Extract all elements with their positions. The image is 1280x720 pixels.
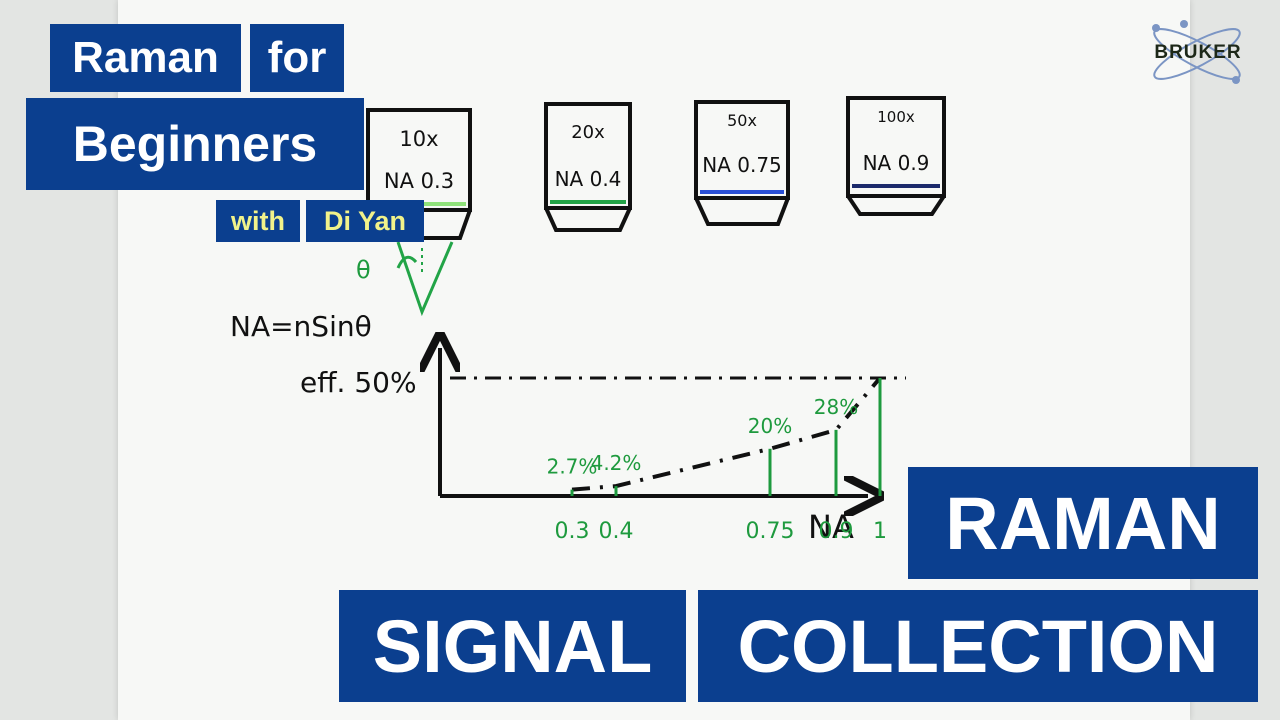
magnification-label: 100x <box>877 108 915 126</box>
efficiency-curve <box>571 376 882 492</box>
objective-100x: 100x NA 0.9 <box>846 96 946 216</box>
presenter-name: Di Yan <box>306 200 424 242</box>
magnification-label: 50x <box>727 111 757 130</box>
x-tick-label: 0.75 <box>746 519 795 544</box>
na-label: NA 0.9 <box>863 151 930 175</box>
objective-50x: 50x NA 0.75 <box>694 100 790 226</box>
angle-theta-label: θ <box>356 256 371 284</box>
na-label: NA 0.4 <box>555 167 622 191</box>
headline-raman: RAMAN <box>908 467 1258 579</box>
presenter-prefix: with <box>216 200 300 242</box>
na-label: NA 0.3 <box>384 169 454 193</box>
data-label: 4.2% <box>591 451 642 475</box>
acceptance-cone: θ <box>356 241 454 317</box>
x-tick-label: 0.3 <box>555 519 590 544</box>
na-label: NA 0.75 <box>702 153 782 177</box>
data-label: 2.7% <box>547 455 598 479</box>
magnification-label: 10x <box>399 127 438 151</box>
x-tick-label: 1 <box>873 519 887 544</box>
data-label: 28% <box>814 395 858 419</box>
headline-signal: SIGNAL <box>339 590 686 702</box>
efficiency-chart: eff. 50% NA 0.3 2.7% 0.4 4.2% 0.75 20% 0.9 28% 1 <box>300 348 906 546</box>
headline-collection: COLLECTION <box>698 590 1258 702</box>
series-title-for: for <box>250 24 344 92</box>
bruker-logo: BRUKER <box>1132 18 1262 88</box>
x-axis-label: NA <box>808 508 854 546</box>
atom-orbit-icon <box>1152 20 1241 84</box>
data-label: 20% <box>748 414 792 438</box>
logo-text: BRUKER <box>1154 42 1242 63</box>
series-title-raman: Raman <box>50 24 241 92</box>
objective-20x: 20x NA 0.4 <box>544 102 632 232</box>
y-axis-label: eff. 50% <box>300 366 417 399</box>
magnification-label: 20x <box>571 122 605 143</box>
na-formula: NA=nSinθ <box>230 310 372 343</box>
x-tick-label: 0.4 <box>599 519 634 544</box>
x-tick-label: 0.9 <box>819 519 854 544</box>
series-title-beginners: Beginners <box>26 98 364 190</box>
